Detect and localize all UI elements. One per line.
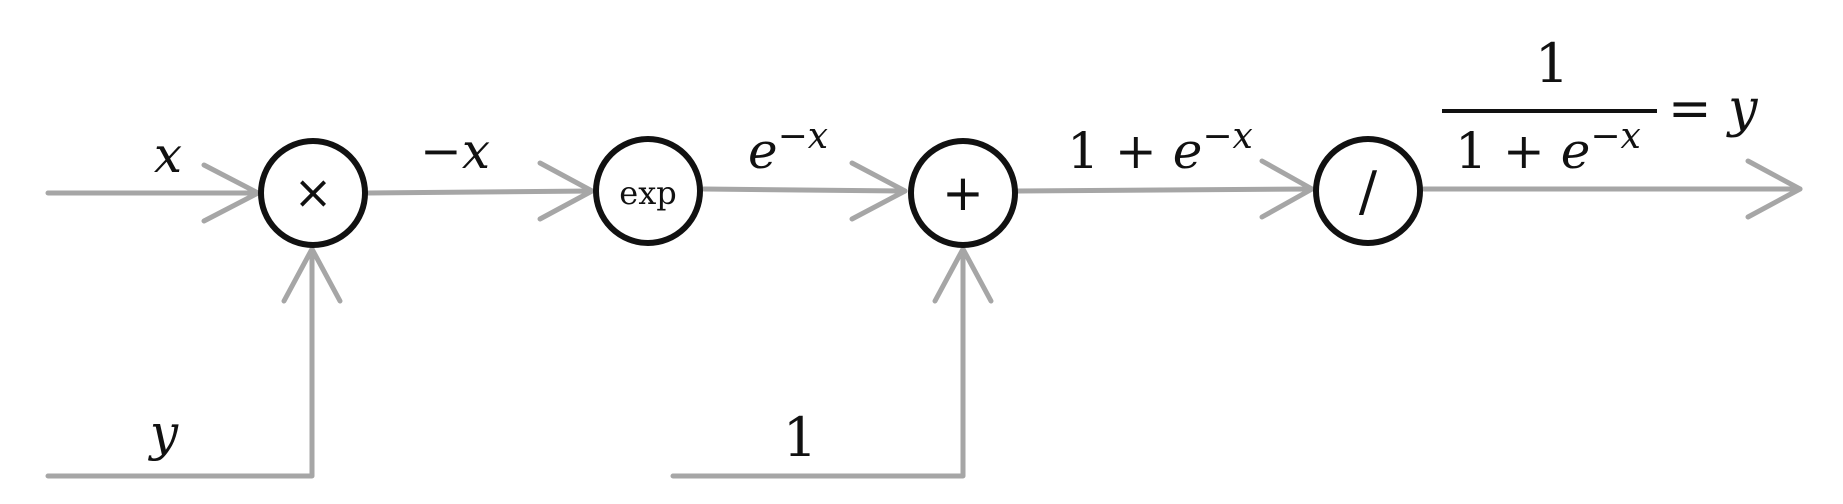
wires [45,158,1803,479]
sum-out-label: 1 + e−x [1067,116,1253,180]
neg-x-minus: − [420,122,462,180]
arrowhead-y [281,246,343,304]
divide-symbol: / [1359,160,1378,223]
add-node: + [908,138,1018,248]
add-symbol: + [942,164,984,222]
sum-out-prefix: 1 + [1067,122,1173,180]
wire-multiply-to-exp [365,188,595,196]
wire-exp-to-add [701,186,908,194]
wire-y-to-multiply [45,246,315,479]
divide-node: / [1313,136,1423,246]
arrowhead-sum-out [1259,158,1315,220]
input-y-label: y [148,404,179,462]
wire-one-to-add [670,246,966,479]
output-result: y [1726,79,1758,139]
arrowhead-exp-out [849,160,908,222]
output-denominator-base: e [1561,122,1591,180]
sum-out-exponent: −x [1202,116,1252,157]
output-numerator: 1 [1535,32,1569,95]
exp-node: exp [593,136,703,246]
arrowhead-one [932,246,994,304]
exp-out-exponent: −x [778,116,828,157]
constant-one-label: 1 [783,406,817,469]
arrowhead-output [1745,158,1803,220]
neg-x-var: x [462,122,490,180]
multiply-symbol: × [294,165,333,219]
exp-out-base: e [748,122,778,180]
arrowhead-neg-x [537,160,595,222]
wire-add-to-divide [1015,186,1315,194]
output-denominator: 1 + e−x [1455,116,1641,180]
multiply-node: × [258,138,368,248]
output-denominator-exponent: −x [1590,116,1640,157]
output-equals: = [1668,79,1728,139]
output-denominator-prefix: 1 + [1455,122,1561,180]
sum-out-base: e [1173,122,1203,180]
output-expression: 1 1 + e−x = y [1442,32,1758,180]
input-x-label: x [154,126,182,184]
output-equals-y: = y [1668,79,1758,139]
neg-x-label: −x [420,122,490,180]
exp-symbol: exp [619,174,676,212]
exp-out-label: e−x [748,116,828,180]
